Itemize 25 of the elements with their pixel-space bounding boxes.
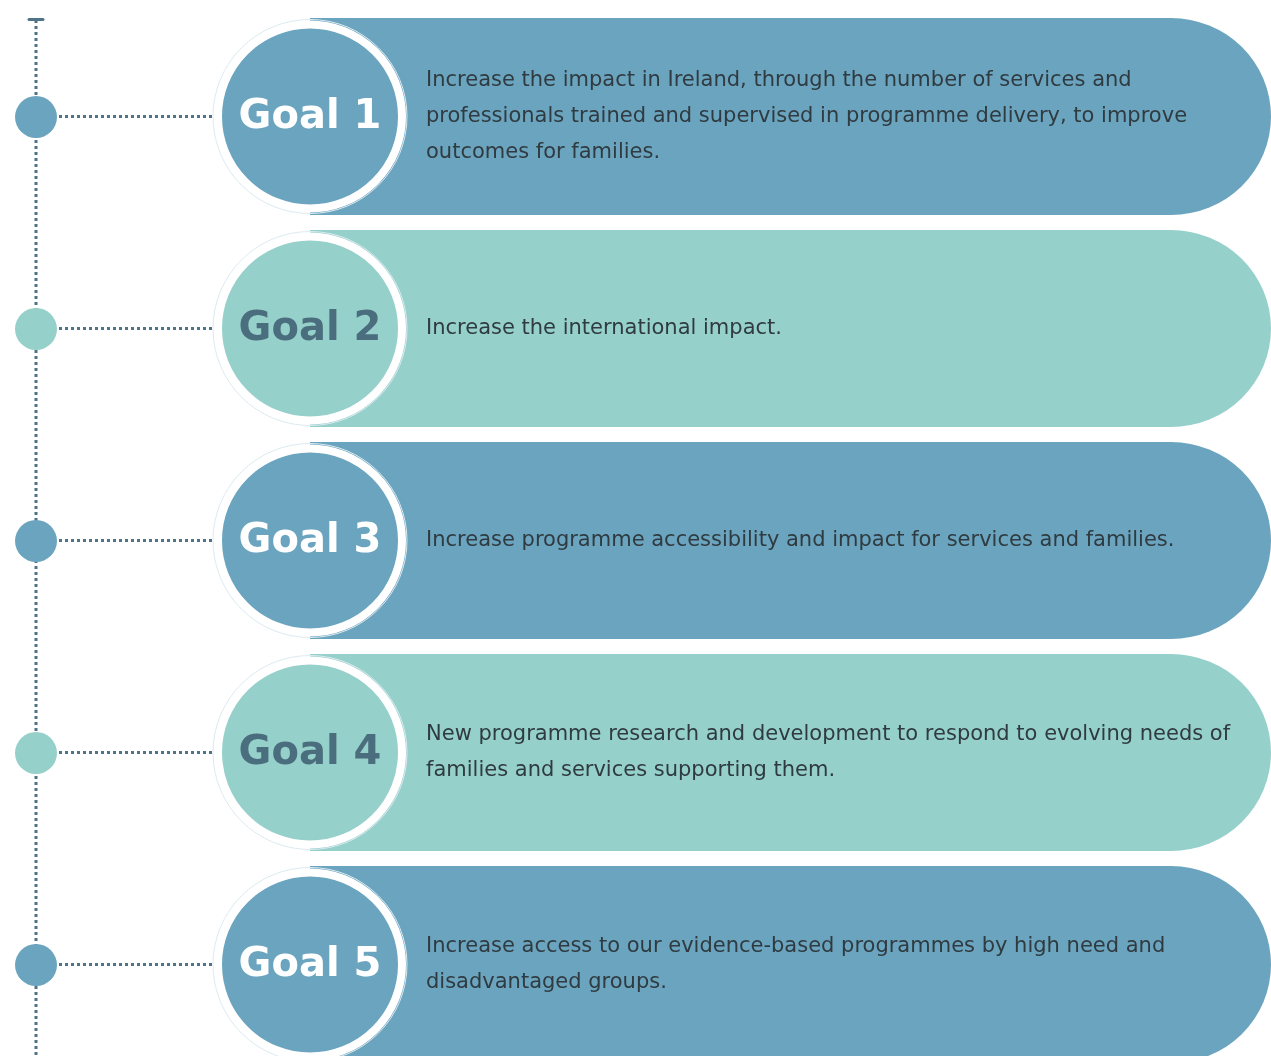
timeline-dot	[15, 731, 57, 774]
timeline-dot	[15, 307, 57, 350]
connector-line	[59, 751, 212, 754]
goal-title: Goal 2	[237, 302, 383, 349]
goal-description: Increase the international impact.	[426, 313, 783, 341]
goal-banner	[212, 866, 1271, 1056]
goal-description: New programme research and development to respond to evolving needs of families and services supporting them.	[426, 719, 1232, 783]
goal-description: Increase the impact in Ireland, through the number of services and professionals trained and supervised in programme delivery, to improve outcomes for families.	[426, 65, 1189, 165]
goal-banner	[212, 230, 1271, 427]
connector-line	[59, 963, 212, 966]
connector-line	[59, 327, 212, 330]
connector-line	[59, 115, 212, 118]
goal-title: Goal 5	[237, 938, 383, 985]
goal-banner	[212, 18, 1271, 215]
timeline-dot	[15, 95, 57, 138]
timeline-dot	[15, 943, 57, 986]
goal-banner	[212, 654, 1271, 851]
goal-description: Increase programme accessibility and impact for services and families.	[426, 525, 1176, 553]
goal-banner	[212, 442, 1271, 639]
timeline-dot	[15, 519, 57, 562]
goal-title: Goal 4	[237, 726, 383, 773]
goal-title: Goal 1	[237, 90, 383, 137]
connector-line	[59, 539, 212, 542]
goal-title: Goal 3	[237, 514, 383, 561]
goal-description: Increase access to our evidence-based programmes by high need and disadvantaged groups.	[426, 931, 1167, 995]
